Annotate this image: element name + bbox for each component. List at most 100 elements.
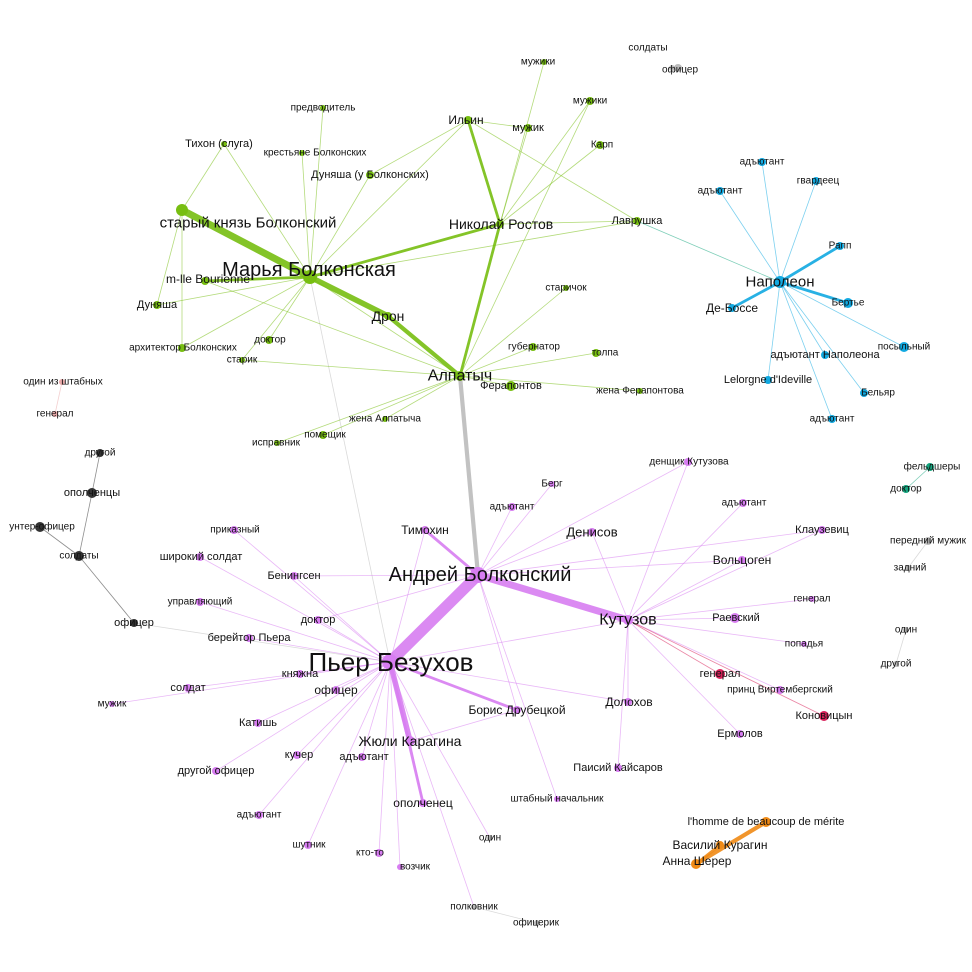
- node-peredny[interactable]: [924, 537, 932, 545]
- node-gvardeec[interactable]: [812, 177, 820, 185]
- node-bennigsen[interactable]: [290, 572, 298, 580]
- node-zadny[interactable]: [905, 565, 911, 571]
- node-bereitor[interactable]: [245, 634, 253, 642]
- node-marya[interactable]: [303, 270, 317, 284]
- node-popadya[interactable]: [801, 641, 807, 647]
- node-odin_gray[interactable]: [903, 627, 909, 633]
- node-starik_knyaz[interactable]: [176, 204, 188, 216]
- node-dunyasha_b[interactable]: [366, 171, 374, 179]
- node-dunyasha[interactable]: [153, 301, 161, 309]
- node-doktor_teal[interactable]: [902, 485, 910, 493]
- node-muzhik_v[interactable]: [109, 701, 115, 707]
- node-lavrushka[interactable]: [633, 217, 641, 225]
- node-pomeshik[interactable]: [319, 431, 327, 439]
- node-gubernator[interactable]: [529, 343, 537, 351]
- node-konovicyn[interactable]: [819, 711, 829, 721]
- node-debosse[interactable]: [728, 304, 736, 312]
- node-boris[interactable]: [513, 706, 521, 714]
- node-katish[interactable]: [254, 719, 262, 727]
- node-shtabny[interactable]: [554, 796, 560, 802]
- node-drugoi1[interactable]: [96, 449, 104, 457]
- node-oficer1[interactable]: [674, 64, 682, 72]
- node-drugoi_gray[interactable]: [893, 661, 899, 667]
- node-zhena_alp[interactable]: [382, 416, 388, 422]
- node-oficer_v[interactable]: [332, 686, 340, 694]
- node-dron[interactable]: [384, 312, 392, 320]
- node-vasily[interactable]: [716, 841, 724, 849]
- node-knyazhna[interactable]: [296, 670, 304, 678]
- node-muzhik1[interactable]: [524, 124, 532, 132]
- node-dolohov[interactable]: [624, 698, 632, 706]
- node-ispravnik[interactable]: [274, 440, 280, 446]
- node-oficerik[interactable]: [534, 920, 540, 926]
- node-ilin[interactable]: [464, 116, 472, 124]
- node-lelorgne[interactable]: [764, 376, 772, 384]
- node-timohin[interactable]: [421, 526, 429, 534]
- node-volcogen[interactable]: [738, 556, 746, 564]
- node-adj_v2[interactable]: [739, 499, 747, 507]
- node-belyar[interactable]: [860, 389, 868, 397]
- node-unter[interactable]: [35, 522, 45, 532]
- node-prikazny[interactable]: [230, 526, 238, 534]
- node-soldaty2[interactable]: [74, 551, 84, 561]
- node-oficer2[interactable]: [130, 619, 138, 627]
- node-anna[interactable]: [691, 859, 701, 869]
- node-arhitektor[interactable]: [178, 344, 186, 352]
- node-shiroky[interactable]: [196, 553, 204, 561]
- node-tolpa[interactable]: [592, 349, 600, 357]
- node-starik[interactable]: [239, 357, 245, 363]
- node-rostov[interactable]: [496, 220, 504, 228]
- node-kutuzov[interactable]: [623, 615, 633, 625]
- node-shutnik[interactable]: [304, 841, 312, 849]
- node-napoleon[interactable]: [774, 276, 786, 288]
- node-muzhiki2[interactable]: [586, 97, 594, 105]
- node-polkovnik[interactable]: [471, 904, 477, 910]
- node-berte[interactable]: [843, 298, 853, 308]
- node-odin_v[interactable]: [487, 835, 493, 841]
- node-andrei[interactable]: [470, 567, 486, 583]
- node-opolchenec[interactable]: [419, 799, 427, 807]
- node-tihon[interactable]: [221, 141, 227, 147]
- node-julie[interactable]: [405, 736, 415, 746]
- node-adj_v1[interactable]: [508, 503, 516, 511]
- node-starichok[interactable]: [563, 285, 569, 291]
- node-berg[interactable]: [549, 481, 555, 487]
- node-adj3[interactable]: [828, 415, 836, 423]
- node-vozchik[interactable]: [397, 864, 403, 870]
- node-ferapontov[interactable]: [506, 381, 516, 391]
- node-ermolov[interactable]: [736, 730, 744, 738]
- node-adj1[interactable]: [758, 158, 766, 166]
- node-homme[interactable]: [761, 817, 771, 827]
- node-posylny[interactable]: [899, 342, 909, 352]
- node-general_v[interactable]: [809, 596, 815, 602]
- node-rapp[interactable]: [836, 242, 844, 250]
- node-kto_to[interactable]: [375, 849, 383, 857]
- node-paisy[interactable]: [614, 764, 622, 772]
- node-mlle[interactable]: [201, 277, 209, 285]
- node-feldshery[interactable]: [926, 463, 934, 471]
- node-krestyane[interactable]: [299, 150, 305, 156]
- node-princ[interactable]: [776, 686, 784, 694]
- node-zhena_fer[interactable]: [637, 388, 643, 394]
- node-upravl[interactable]: [196, 598, 204, 606]
- node-adj_v3[interactable]: [358, 753, 366, 761]
- node-klauzevic[interactable]: [818, 526, 826, 534]
- node-adj_napoleona[interactable]: [821, 351, 829, 359]
- node-adj_v4[interactable]: [255, 811, 263, 819]
- node-alpatych[interactable]: [455, 371, 465, 381]
- node-adj2[interactable]: [716, 187, 724, 195]
- node-odin_shtab[interactable]: [59, 379, 65, 385]
- node-opolchency[interactable]: [87, 488, 97, 498]
- node-soldat[interactable]: [184, 684, 192, 692]
- node-kucher[interactable]: [293, 751, 301, 759]
- node-drugoi_oficer[interactable]: [212, 767, 220, 775]
- node-doktor_v[interactable]: [314, 616, 322, 624]
- node-soldaty1[interactable]: [669, 65, 675, 71]
- node-muzhiki1[interactable]: [541, 59, 547, 65]
- node-denisov[interactable]: [588, 528, 596, 536]
- node-karp[interactable]: [596, 141, 604, 149]
- node-general_red[interactable]: [715, 669, 725, 679]
- node-raevsky[interactable]: [730, 613, 740, 623]
- node-general_pink[interactable]: [52, 411, 58, 417]
- node-predvoditel[interactable]: [320, 105, 326, 111]
